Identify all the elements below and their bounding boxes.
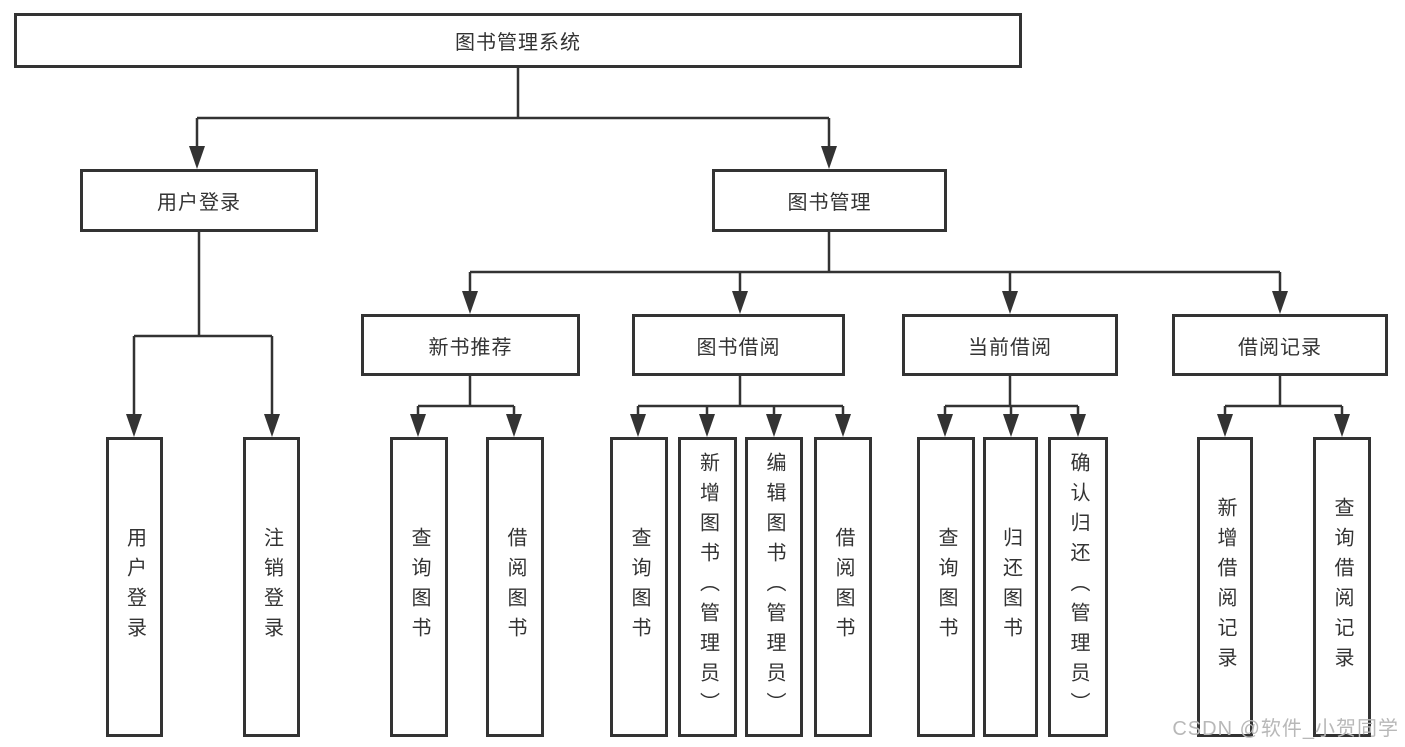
node-query-books-borrow: 查询图书 — [610, 437, 668, 737]
node-book-management: 图书管理 — [712, 169, 947, 232]
node-borrow-books-recommend: 借阅图书 — [486, 437, 544, 737]
node-edit-book-admin: 编辑图书（管理员） — [745, 437, 803, 737]
node-query-books-current: 查询图书 — [917, 437, 975, 737]
node-add-book-admin: 新增图书（管理员） — [678, 437, 737, 737]
node-return-books: 归还图书 — [983, 437, 1038, 737]
node-borrowing-records: 借阅记录 — [1172, 314, 1388, 376]
node-confirm-return-admin: 确认归还（管理员） — [1048, 437, 1108, 737]
node-current-borrowing: 当前借阅 — [902, 314, 1118, 376]
node-book-borrowing: 图书借阅 — [632, 314, 845, 376]
node-query-borrow-record: 查询借阅记录 — [1313, 437, 1371, 737]
node-borrow-books: 借阅图书 — [814, 437, 872, 737]
node-user-login: 用户登录 — [80, 169, 318, 232]
node-new-book-recommendation: 新书推荐 — [361, 314, 580, 376]
node-library-system: 图书管理系统 — [14, 13, 1022, 68]
node-user-login-leaf: 用户登录 — [106, 437, 163, 737]
node-logout: 注销登录 — [243, 437, 300, 737]
csdn-watermark: CSDN @软件_小贺同学 — [1172, 718, 1399, 740]
node-add-borrow-record: 新增借阅记录 — [1197, 437, 1253, 737]
node-query-books-recommend: 查询图书 — [390, 437, 448, 737]
